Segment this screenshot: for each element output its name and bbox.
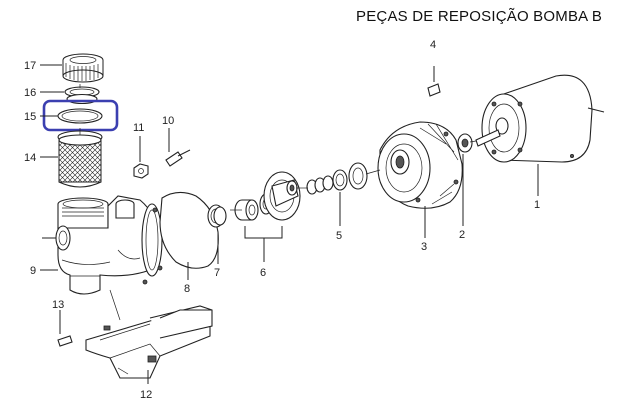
label-4: 4 [430,39,436,51]
part-numbers: 17 16 15 14 9 13 12 11 10 8 7 6 5 4 3 2 … [24,39,540,401]
label-8: 8 [184,283,190,295]
leader-lines [40,64,539,384]
label-5: 5 [336,230,342,242]
part-14-basket [57,128,103,188]
part-5-mechanical-seal [306,162,368,195]
label-2: 2 [459,229,465,241]
label-9: 9 [30,265,36,277]
part-12-base [85,305,213,379]
assembly-axis-lines [79,84,477,375]
label-7: 7 [214,267,220,279]
part-17-lid-ring [62,53,104,83]
label-13: 13 [52,299,64,311]
part-2-washer [457,133,473,153]
label-10: 10 [162,115,174,127]
part-13-screw [57,335,73,347]
label-16: 16 [24,87,36,99]
label-6: 6 [260,267,266,279]
label-15: 15 [24,111,36,123]
part-1-motor [475,74,605,163]
label-11: 11 [133,122,144,134]
label-12: 12 [140,389,152,401]
part-7-seal-ring [207,204,227,228]
part-8-gasket [159,191,219,269]
diagram-title: PEÇAS DE REPOSIÇÃO BOMBA B [356,8,603,25]
label-1: 1 [534,199,540,211]
part-9-pump-housing [42,195,163,295]
label-14: 14 [24,152,36,164]
part-4-bolt [427,66,441,97]
impeller [263,171,301,221]
label-3: 3 [421,241,427,253]
label-17: 17 [24,60,36,72]
part-3-motor-bracket [377,121,463,209]
part-10-bolt [165,149,191,167]
part-11-nut [133,163,149,179]
